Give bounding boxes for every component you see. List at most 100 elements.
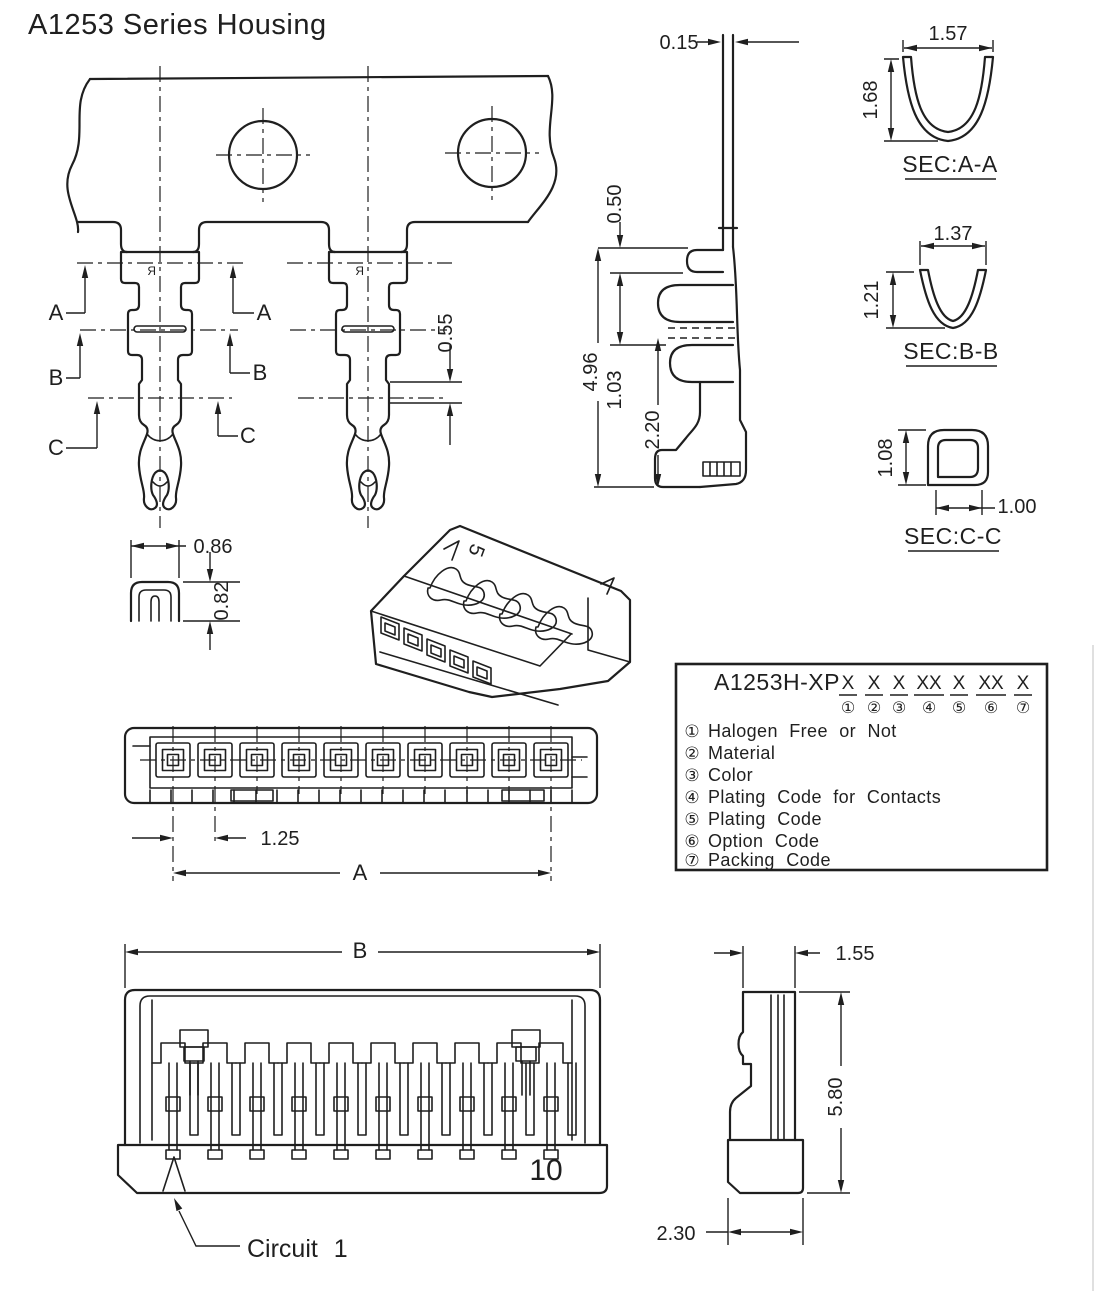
code-x-3: X [893, 673, 906, 694]
front-dim-lines [132, 837, 538, 874]
sec-c-dim-lines [898, 429, 995, 515]
code-digit-2: ② [867, 698, 881, 717]
page-title: A1253 Series Housing [28, 9, 327, 41]
dim-5-80: 5.80 [825, 1078, 847, 1117]
sec-b-profile [918, 268, 988, 330]
bottom-cell-10 [529, 1042, 577, 1160]
section-c-view: 1.08 1.00 SEC:C-C [875, 428, 1037, 552]
code-digit-7: ⑦ [1016, 698, 1030, 717]
legend-label-7: Packing Code [708, 850, 831, 870]
front-inner-wall [149, 736, 573, 789]
front-comb-teeth [149, 789, 573, 804]
section-a-view: 1.57 1.68 SEC:A-A [860, 23, 998, 180]
legend-label-1: Halogen Free or Not [708, 721, 897, 741]
tab-inner-lines [138, 589, 172, 622]
polarity-triangle [162, 1156, 186, 1192]
side-body-outline [728, 990, 797, 1142]
dim-1-55: 1.55 [836, 943, 875, 965]
contact-finger-upper [656, 283, 735, 324]
front-edge-steps [132, 745, 588, 778]
sec-b-dim-lines [886, 241, 987, 329]
section-label-leaders [66, 278, 254, 449]
iso-silhouette [369, 524, 632, 699]
code-x-2: X [868, 673, 881, 694]
bottom-cell-5 [319, 1042, 367, 1160]
sec-c-height: 1.08 [875, 439, 897, 478]
legend-digit-2: ② [684, 744, 699, 764]
part-number-box [674, 662, 1049, 872]
bottom-inner-wall-lines [151, 999, 573, 1141]
pin-strip [717, 33, 739, 252]
section-marker-c-right: C [240, 423, 256, 448]
legend-digit-5: ⑤ [684, 810, 699, 830]
code-x-4: XX [916, 673, 942, 694]
circuit-leader-line [178, 1210, 240, 1247]
code-digit-3: ③ [892, 698, 906, 717]
section-b-view: 1.37 1.21 SEC:B-B [861, 223, 998, 367]
dim-2-30: 2.30 [657, 1223, 696, 1245]
bottom-outer-body [123, 988, 602, 1147]
top-tab [685, 248, 725, 274]
dim-2-20: 2.20 [642, 411, 664, 450]
terminal-side-view: 0.15 0.50 4.96 1.03 2.20 [580, 32, 799, 489]
dimension-arrowheads [76, 38, 993, 1236]
sec-a-label: SEC:A-A [902, 151, 998, 177]
iso-cavity-4 [449, 649, 469, 674]
contact-finger-lower [668, 343, 735, 384]
dim-b: B [353, 938, 368, 963]
front-centerlines [140, 726, 582, 881]
strip-top-edge [88, 74, 550, 81]
dim-b-lines [124, 944, 601, 988]
side-view-dim-lines [594, 41, 799, 488]
dim-4-96: 4.96 [580, 353, 602, 392]
section-marker-c-left: C [48, 435, 64, 460]
tab-dim-lines [130, 540, 240, 650]
sec-c-profile [926, 428, 990, 487]
sec-c-width: 1.00 [998, 496, 1037, 518]
section-marker-a-right: A [257, 300, 272, 325]
iso-notches [443, 540, 615, 595]
dim-0-55-lines [390, 345, 462, 445]
circuit-label: Circuit 1 [247, 1235, 348, 1263]
wire-crimp-block [702, 461, 741, 477]
sec-a-width: 1.57 [929, 23, 968, 45]
housing-front-view: 1.25 A [123, 726, 599, 885]
dim-0-50: 0.50 [604, 185, 626, 224]
legend-label-2: Material [708, 743, 775, 763]
strip-and-terminals-view: A A B B C C 0.55 [48, 66, 558, 528]
legend-digit-4: ④ [684, 788, 699, 808]
section-marker-a-left: A [49, 300, 64, 325]
code-digit-6: ⑥ [984, 698, 998, 717]
code-x-7: X [1017, 673, 1030, 694]
bottom-cell-8 [445, 1042, 493, 1160]
dim-a: A [353, 860, 368, 885]
strip-left-break-line [66, 77, 92, 234]
dim-1-03: 1.03 [604, 371, 626, 410]
strip-right-break-line [526, 74, 558, 224]
iso-cavity-3 [426, 638, 446, 663]
isometric-housing-view: 5 [369, 524, 632, 706]
tab-outline [129, 580, 181, 623]
code-x-1: X [842, 673, 855, 694]
bottom-cell-7 [403, 1042, 451, 1160]
legend-label-5: Plating Code [708, 809, 822, 829]
sec-a-profile [901, 55, 995, 143]
section-marker-b-left: B [49, 365, 64, 390]
legend-digit-6: ⑥ [684, 832, 699, 852]
side-dim-lines [706, 946, 850, 1245]
sec-a-height: 1.68 [860, 81, 882, 120]
section-marker-b-right: B [253, 360, 268, 385]
bottom-latch-left [179, 1029, 209, 1096]
dim-0-15: 0.15 [660, 32, 699, 54]
dim-1-25: 1.25 [261, 828, 300, 850]
bottom-base-tray [116, 1143, 609, 1195]
bottom-inner-wall [139, 995, 586, 1144]
side-inner-lines [770, 994, 785, 1141]
iso-cavity-2 [403, 627, 423, 652]
bottom-cell-4 [277, 1042, 325, 1160]
part-number-table: A1253H-XP X X X XX X XX X ① ② ③ ④ ⑤ ⑥ ⑦ … [674, 662, 1049, 872]
bottom-cell-6 [361, 1042, 409, 1160]
sec-b-height: 1.21 [861, 281, 883, 320]
